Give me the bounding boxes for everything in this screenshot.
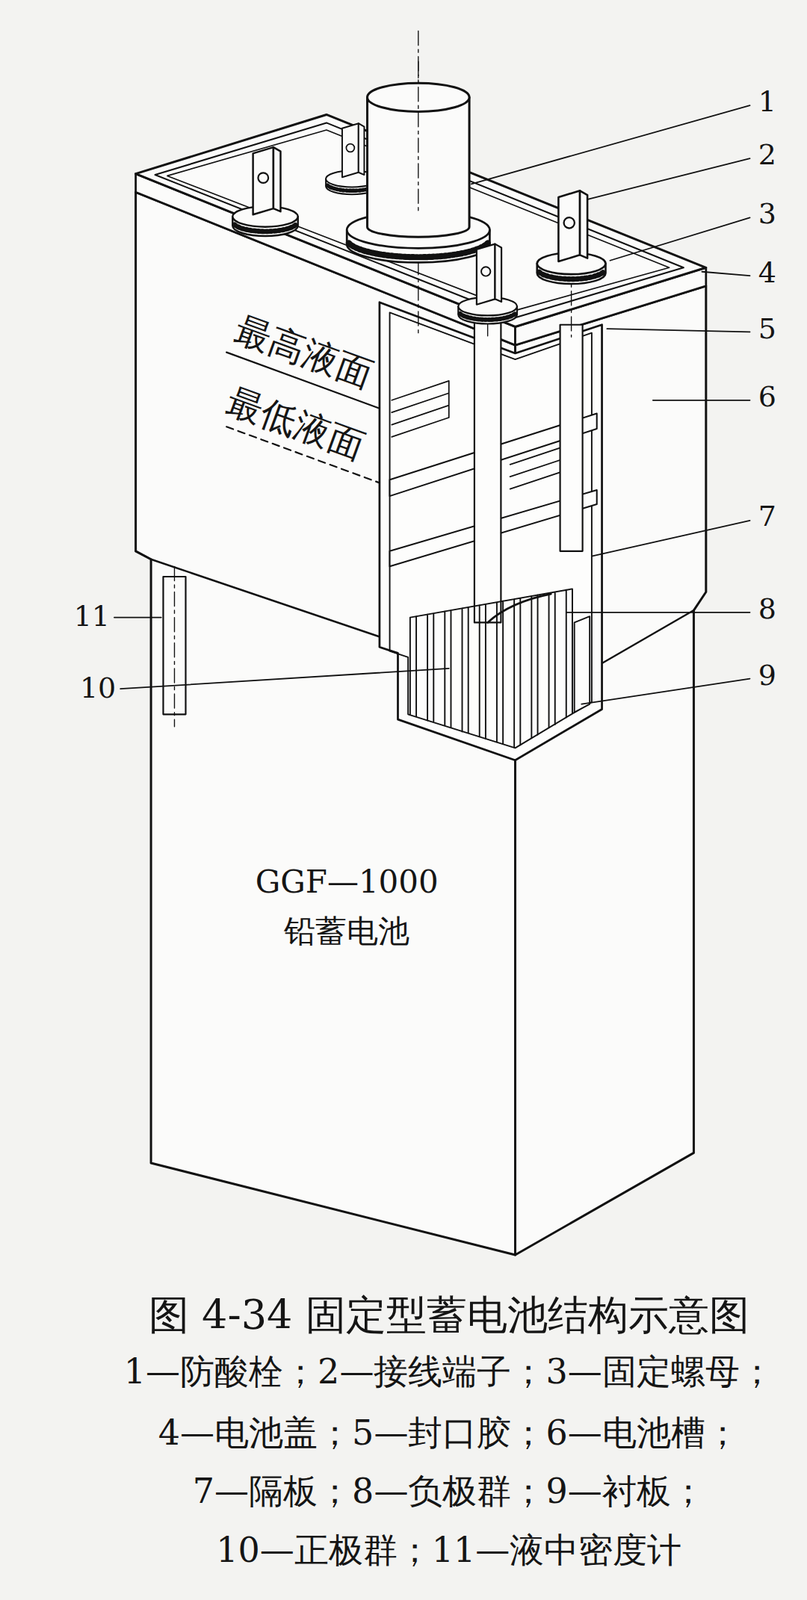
callout-number: 2 — [758, 138, 777, 172]
model-label: GGF—1000 — [255, 864, 439, 901]
callout-number: 8 — [758, 594, 777, 627]
terminal-hole — [345, 144, 355, 153]
terminal-tab-side — [358, 123, 365, 175]
terminal-tab — [253, 147, 274, 215]
callout-number: 6 — [758, 381, 777, 415]
level-label: 最高液面 — [229, 307, 379, 397]
pole-post — [560, 325, 583, 552]
terminal-tab-side — [579, 190, 588, 258]
key-line: 4—电池盖；5—封口胶；6—电池槽； — [158, 1413, 740, 1454]
terminal-hole — [257, 172, 269, 184]
terminal-tab-side — [494, 244, 502, 302]
center-line — [417, 31, 419, 338]
callout-number: 9 — [758, 659, 777, 693]
terminal-tab — [342, 123, 359, 178]
pole-post — [474, 306, 501, 623]
key-line: 7—隔板；8—负极群；9—衬板； — [192, 1472, 706, 1512]
center-line — [174, 566, 175, 727]
terminal-hole — [564, 217, 575, 228]
leader-line — [114, 105, 751, 704]
figure-caption: 图 4-34 固定型蓄电池结构示意图 — [148, 1292, 750, 1340]
key-line: 1—防酸栓；2—接线端子；3—固定螺母； — [124, 1352, 775, 1393]
terminal-hole — [481, 266, 491, 276]
callout-number: 11 — [73, 600, 110, 634]
terminal-tab — [558, 190, 580, 262]
callout-number: 4 — [758, 257, 777, 290]
terminal — [458, 244, 518, 325]
key-line: 10—正极群；11—液中密度计 — [215, 1531, 682, 1571]
terminal-tab-side — [273, 147, 281, 212]
cutaway — [379, 302, 603, 761]
model-label: 铅蓄电池 — [283, 913, 410, 949]
liner-board — [574, 616, 590, 713]
terminal-tab — [476, 244, 496, 305]
terminal — [537, 190, 606, 284]
plates — [410, 588, 573, 748]
callout-number: 5 — [758, 313, 777, 346]
callout-number: 7 — [758, 500, 777, 534]
callout-number: 10 — [79, 672, 116, 706]
level-label: 最低液面 — [221, 379, 370, 468]
callout-number: 3 — [758, 198, 777, 231]
callout-number: 1 — [758, 85, 777, 119]
center-line — [417, 61, 419, 215]
terminal — [232, 147, 298, 237]
